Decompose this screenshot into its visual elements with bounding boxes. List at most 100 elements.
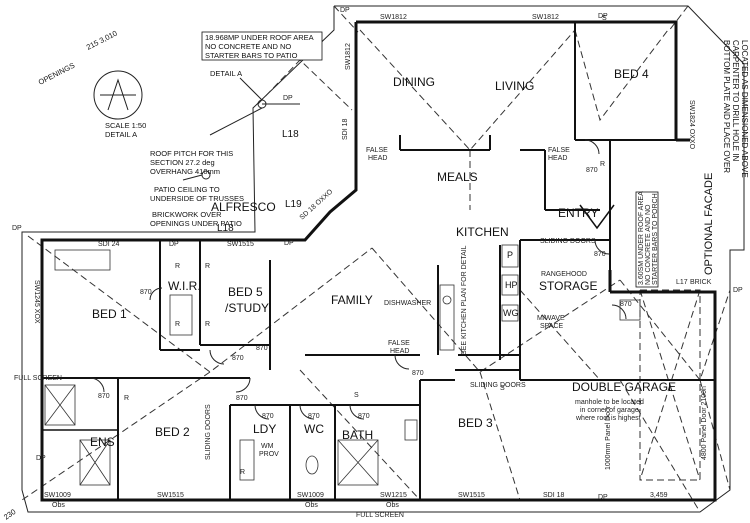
misc-labels: DP DP DP DP DP DP DP DP DP L18 L18 L19 L… — [12, 7, 743, 519]
room-meals: MEALS — [437, 170, 478, 184]
smoke-s-1: S — [354, 392, 359, 399]
detail-scale: SCALE 1:50 — [105, 121, 146, 130]
l17-label: L17 — [676, 279, 688, 286]
dp-label-7: DP — [598, 494, 608, 501]
roof-outline — [21, 5, 745, 513]
room-bed4: BED 4 — [614, 67, 649, 81]
roof-area-note-3: STARTER BARS TO PATIO — [205, 51, 298, 60]
door-870-11: 870 — [594, 251, 606, 258]
false-head-1a: FALSE — [366, 147, 388, 154]
room-ens: ENS — [90, 435, 115, 449]
openings-dims: 215 3,010 — [85, 29, 119, 52]
room-study: /STUDY — [225, 301, 269, 315]
window-sw1812-side: SW1812 — [345, 43, 352, 70]
room-storage: STORAGE — [539, 279, 597, 293]
sliding-doors-2: SLIDING DOORS — [540, 238, 596, 245]
detail-a-caption: DETAIL A — [105, 130, 137, 139]
dim-3459: 3,459 — [650, 492, 668, 499]
window-sw1515-alfresco: SW1515 — [227, 241, 254, 248]
door-870-7: 870 — [308, 413, 320, 420]
roof-pitch-1: ROOF PITCH FOR THIS — [150, 149, 233, 158]
window-sdi18-bottom: SDI 18 — [543, 492, 565, 499]
dp-label-9: DP — [284, 240, 294, 247]
door-870-9: 870 — [412, 370, 424, 377]
brickwork-note-1: BRICKWORK OVER — [152, 210, 222, 219]
right-note-3: BOTTOM PLATE AND PLACE OVER — [722, 40, 731, 173]
hp-label: HP — [505, 280, 518, 290]
robe-r-1: R — [175, 263, 180, 270]
dp-label-2: DP — [169, 241, 179, 248]
smoke-s-3: S — [602, 15, 607, 22]
window-sw1812-b: SW1812 — [532, 14, 559, 21]
false-head-3a: FALSE — [388, 340, 410, 347]
door-870-4: 870 — [98, 393, 110, 400]
window-obs-a: Obs — [52, 502, 65, 509]
window-sw1515-bottom: SW1515 — [157, 492, 184, 499]
space-label: SPACE — [540, 323, 564, 330]
bottom-dim: 230 — [2, 507, 17, 522]
fixtures — [44, 244, 641, 486]
door-870-2: 870 — [232, 355, 244, 362]
door-870-10: 870 — [586, 167, 598, 174]
see-kitchen-note: SEE KITCHEN PLAN FOR DETAIL — [461, 245, 468, 355]
patio-note-2: UNDERSIDE OF TRUSSES — [150, 194, 244, 203]
room-kitchen: KITCHEN — [456, 225, 509, 239]
window-sw1009-a: SW1009 — [44, 492, 71, 499]
door-870-6: 870 — [262, 413, 274, 420]
roof-pitch-3: OVERHANG 410mm — [150, 167, 220, 176]
dp-label-5: DP — [598, 13, 608, 20]
l18-label-1: L18 — [282, 129, 299, 140]
mwave-label: M/WAVE — [537, 315, 565, 322]
window-sw1824: SW1824 OXXO — [688, 100, 695, 150]
room-dining: DINING — [393, 75, 435, 89]
patio-note-1: PATIO CEILING TO — [154, 185, 220, 194]
detail-a-pointer: DETAIL A — [210, 69, 242, 78]
room-bed2: BED 2 — [155, 425, 190, 439]
roof-pitch-2: SECTION 27.2 deg — [150, 158, 215, 167]
optional-facade: OPTIONAL FACADE — [703, 173, 715, 275]
right-note-2: CARPENTER TO DRILL HOLE IN — [731, 40, 740, 161]
window-sdi24: SDI 24 — [98, 241, 120, 248]
window-sd18-diag: SD 18 OXXO — [299, 188, 335, 221]
robe-r-4: R — [205, 321, 210, 328]
detail-a-symbol — [93, 70, 300, 181]
window-obs-b: Obs — [305, 502, 318, 509]
rangehood-label: RANGEHOOD — [541, 271, 587, 278]
room-labels: DINING LIVING BED 4 MEALS KITCHEN ENTRY … — [90, 67, 676, 449]
dp-label-3: DP — [283, 95, 293, 102]
window-sw1515-bed3: SW1515 — [458, 492, 485, 499]
room-bed5: BED 5 — [228, 285, 263, 299]
window-obs-c: Obs — [386, 502, 399, 509]
room-garage: DOUBLE GARAGE — [572, 380, 676, 394]
dim-1000-door: 1000mm Panel Door — [605, 405, 612, 470]
robe-r-2: R — [175, 321, 180, 328]
room-wir: W.I.R. — [168, 279, 201, 293]
door-870-8: 870 — [358, 413, 370, 420]
robe-r-6: R — [124, 395, 129, 402]
door-870-1: 870 — [256, 345, 268, 352]
entry-canopy — [579, 204, 615, 230]
window-sw1812-a: SW1812 — [380, 14, 407, 21]
external-walls — [40, 20, 717, 502]
room-bed1: BED 1 — [92, 307, 127, 321]
room-alfresco: ALFRESCO — [211, 200, 276, 214]
false-head-1b: HEAD — [368, 155, 387, 162]
dp-label-4: DP — [340, 7, 350, 14]
annotation-notes: OPENINGS 215 3,010 18.968MP UNDER ROOF A… — [2, 29, 749, 522]
wg-label: WG — [503, 308, 519, 318]
pantry-label: P — [507, 250, 513, 260]
window-sw1245: SW1245 XOX — [33, 280, 40, 324]
brickwork-note-2: OPENINGS UNDER PATIO — [150, 219, 242, 228]
false-head-2a: FALSE — [548, 147, 570, 154]
window-sw1009-b: SW1009 — [297, 492, 324, 499]
room-bath: BATH — [342, 428, 373, 442]
room-family: FAMILY — [331, 293, 373, 307]
garage-door-dim: 4800 Panel Door 2100h — [701, 386, 708, 460]
openings-label: OPENINGS — [37, 61, 76, 87]
sliding-doors-3: SLIDING DOORS — [205, 404, 212, 460]
prov-label: PROV — [259, 451, 279, 458]
l19-label: L19 — [285, 199, 302, 210]
door-870-12: 870 — [620, 301, 632, 308]
dp-label-1: DP — [12, 225, 22, 232]
portico-note-3: STARTER BARS TO PORCH — [652, 193, 659, 285]
